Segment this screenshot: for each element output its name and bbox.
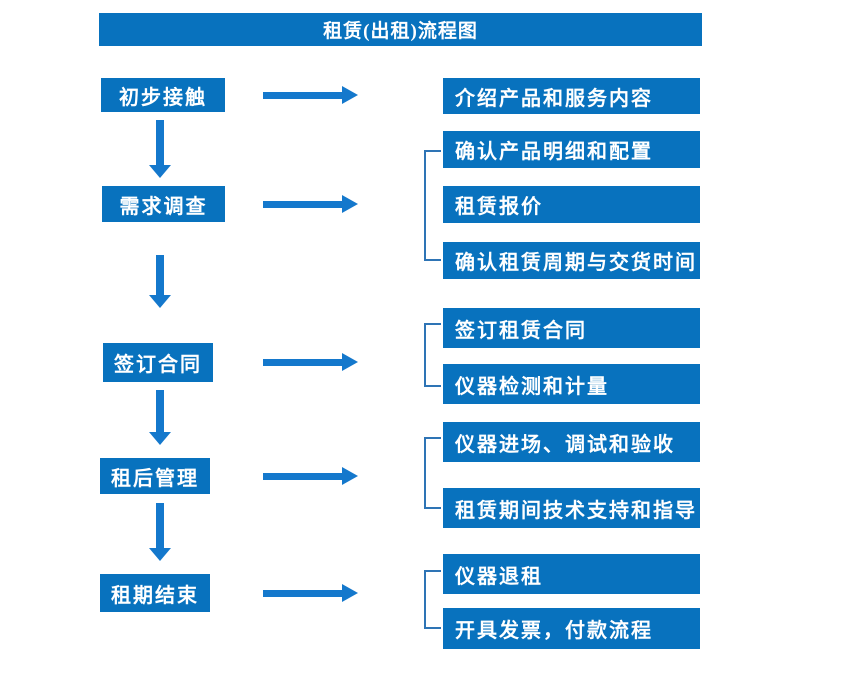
arrow-shaft bbox=[156, 255, 164, 295]
arrow-head-down-icon bbox=[149, 432, 171, 445]
detail-box-invoice-payment: 开具发票，付款流程 bbox=[443, 608, 700, 649]
group-bracket-post-rental bbox=[424, 437, 441, 509]
step-box-initial-contact: 初步接触 bbox=[101, 78, 225, 112]
detail-box-rental-quote: 租赁报价 bbox=[443, 186, 700, 223]
detail-box-technical-support: 租赁期间技术支持和指导 bbox=[443, 488, 700, 528]
arrow-shaft bbox=[156, 120, 164, 165]
detail-box-instrument-setup-acceptance: 仪器进场、调试和验收 bbox=[443, 422, 700, 462]
diagram-title-bar: 租赁(出租)流程图 bbox=[99, 13, 702, 46]
group-bracket-sign-contract bbox=[424, 323, 441, 387]
flow-arrow-right-2 bbox=[263, 195, 358, 213]
detail-box-confirm-rental-period: 确认租赁周期与交货时间 bbox=[443, 242, 700, 279]
arrow-head-right-icon bbox=[342, 195, 358, 213]
step-box-demand-survey: 需求调查 bbox=[102, 186, 225, 222]
arrow-head-right-icon bbox=[342, 353, 358, 371]
arrow-head-right-icon bbox=[342, 584, 358, 602]
flow-arrow-down-4 bbox=[149, 503, 171, 561]
flow-arrow-down-3 bbox=[149, 390, 171, 445]
arrow-shaft bbox=[263, 472, 342, 480]
flow-arrow-down-1 bbox=[149, 120, 171, 178]
step-box-post-rental-management: 租后管理 bbox=[100, 458, 210, 494]
arrow-shaft bbox=[156, 503, 164, 548]
flow-arrow-down-2 bbox=[149, 255, 171, 308]
flow-arrow-right-4 bbox=[263, 467, 358, 485]
detail-box-confirm-product-details: 确认产品明细和配置 bbox=[443, 131, 700, 168]
group-bracket-rental-end bbox=[424, 570, 441, 629]
arrow-head-down-icon bbox=[149, 165, 171, 178]
arrow-head-right-icon bbox=[342, 467, 358, 485]
diagram-title: 租赁(出租)流程图 bbox=[323, 21, 478, 42]
detail-box-introduce-products: 介绍产品和服务内容 bbox=[443, 78, 700, 114]
detail-box-instrument-inspection: 仪器检测和计量 bbox=[443, 364, 700, 404]
arrow-shaft bbox=[263, 200, 342, 208]
detail-box-instrument-return: 仪器退租 bbox=[443, 554, 700, 594]
group-bracket-demand-survey bbox=[424, 150, 441, 261]
arrow-shaft bbox=[156, 390, 164, 432]
step-box-rental-end: 租期结束 bbox=[100, 574, 210, 612]
arrow-head-down-icon bbox=[149, 295, 171, 308]
arrow-shaft bbox=[263, 91, 342, 99]
flow-arrow-right-3 bbox=[263, 353, 358, 371]
arrow-shaft bbox=[263, 589, 342, 597]
arrow-head-down-icon bbox=[149, 548, 171, 561]
arrow-head-right-icon bbox=[342, 86, 358, 104]
flow-arrow-right-5 bbox=[263, 584, 358, 602]
detail-box-sign-rental-contract: 签订租赁合同 bbox=[443, 308, 700, 348]
step-box-sign-contract: 签订合同 bbox=[103, 343, 213, 382]
arrow-shaft bbox=[263, 358, 342, 366]
flow-arrow-right-1 bbox=[263, 86, 358, 104]
